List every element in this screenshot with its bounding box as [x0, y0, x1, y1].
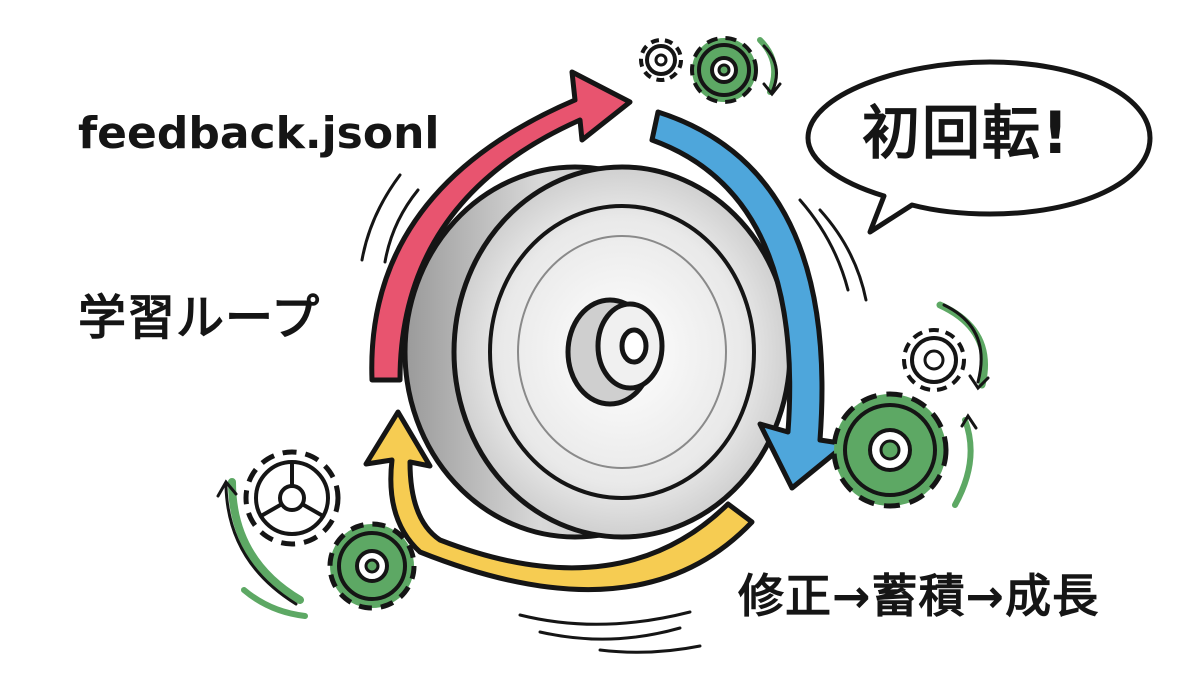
rotation-arrow-icon — [936, 301, 990, 508]
arrow-right-blue — [649, 109, 849, 491]
rotation-arrow-icon — [757, 37, 778, 95]
gear-icon — [243, 449, 341, 547]
speech-bubble-icon — [805, 59, 1153, 235]
arrow-top-red — [369, 69, 633, 383]
file-name-label: feedback.jsonl — [78, 108, 440, 159]
gear-icon — [902, 328, 966, 392]
cycle-steps-label: 修正→蓄積→成長 — [738, 569, 1100, 623]
gear-icon — [327, 521, 417, 611]
gear-icon — [639, 38, 683, 82]
motion-lines — [360, 173, 868, 654]
loop-title-label: 学習ループ — [78, 290, 321, 346]
rotation-arrow-icon — [216, 478, 308, 619]
gear-icon — [831, 391, 949, 509]
rotation-arrow-icon — [762, 44, 782, 97]
flywheel-icon — [402, 164, 793, 540]
speech-bubble-text: 初回転! — [862, 99, 1071, 167]
arrow-bottom-yellow — [363, 409, 755, 592]
gear-icon — [690, 36, 758, 104]
